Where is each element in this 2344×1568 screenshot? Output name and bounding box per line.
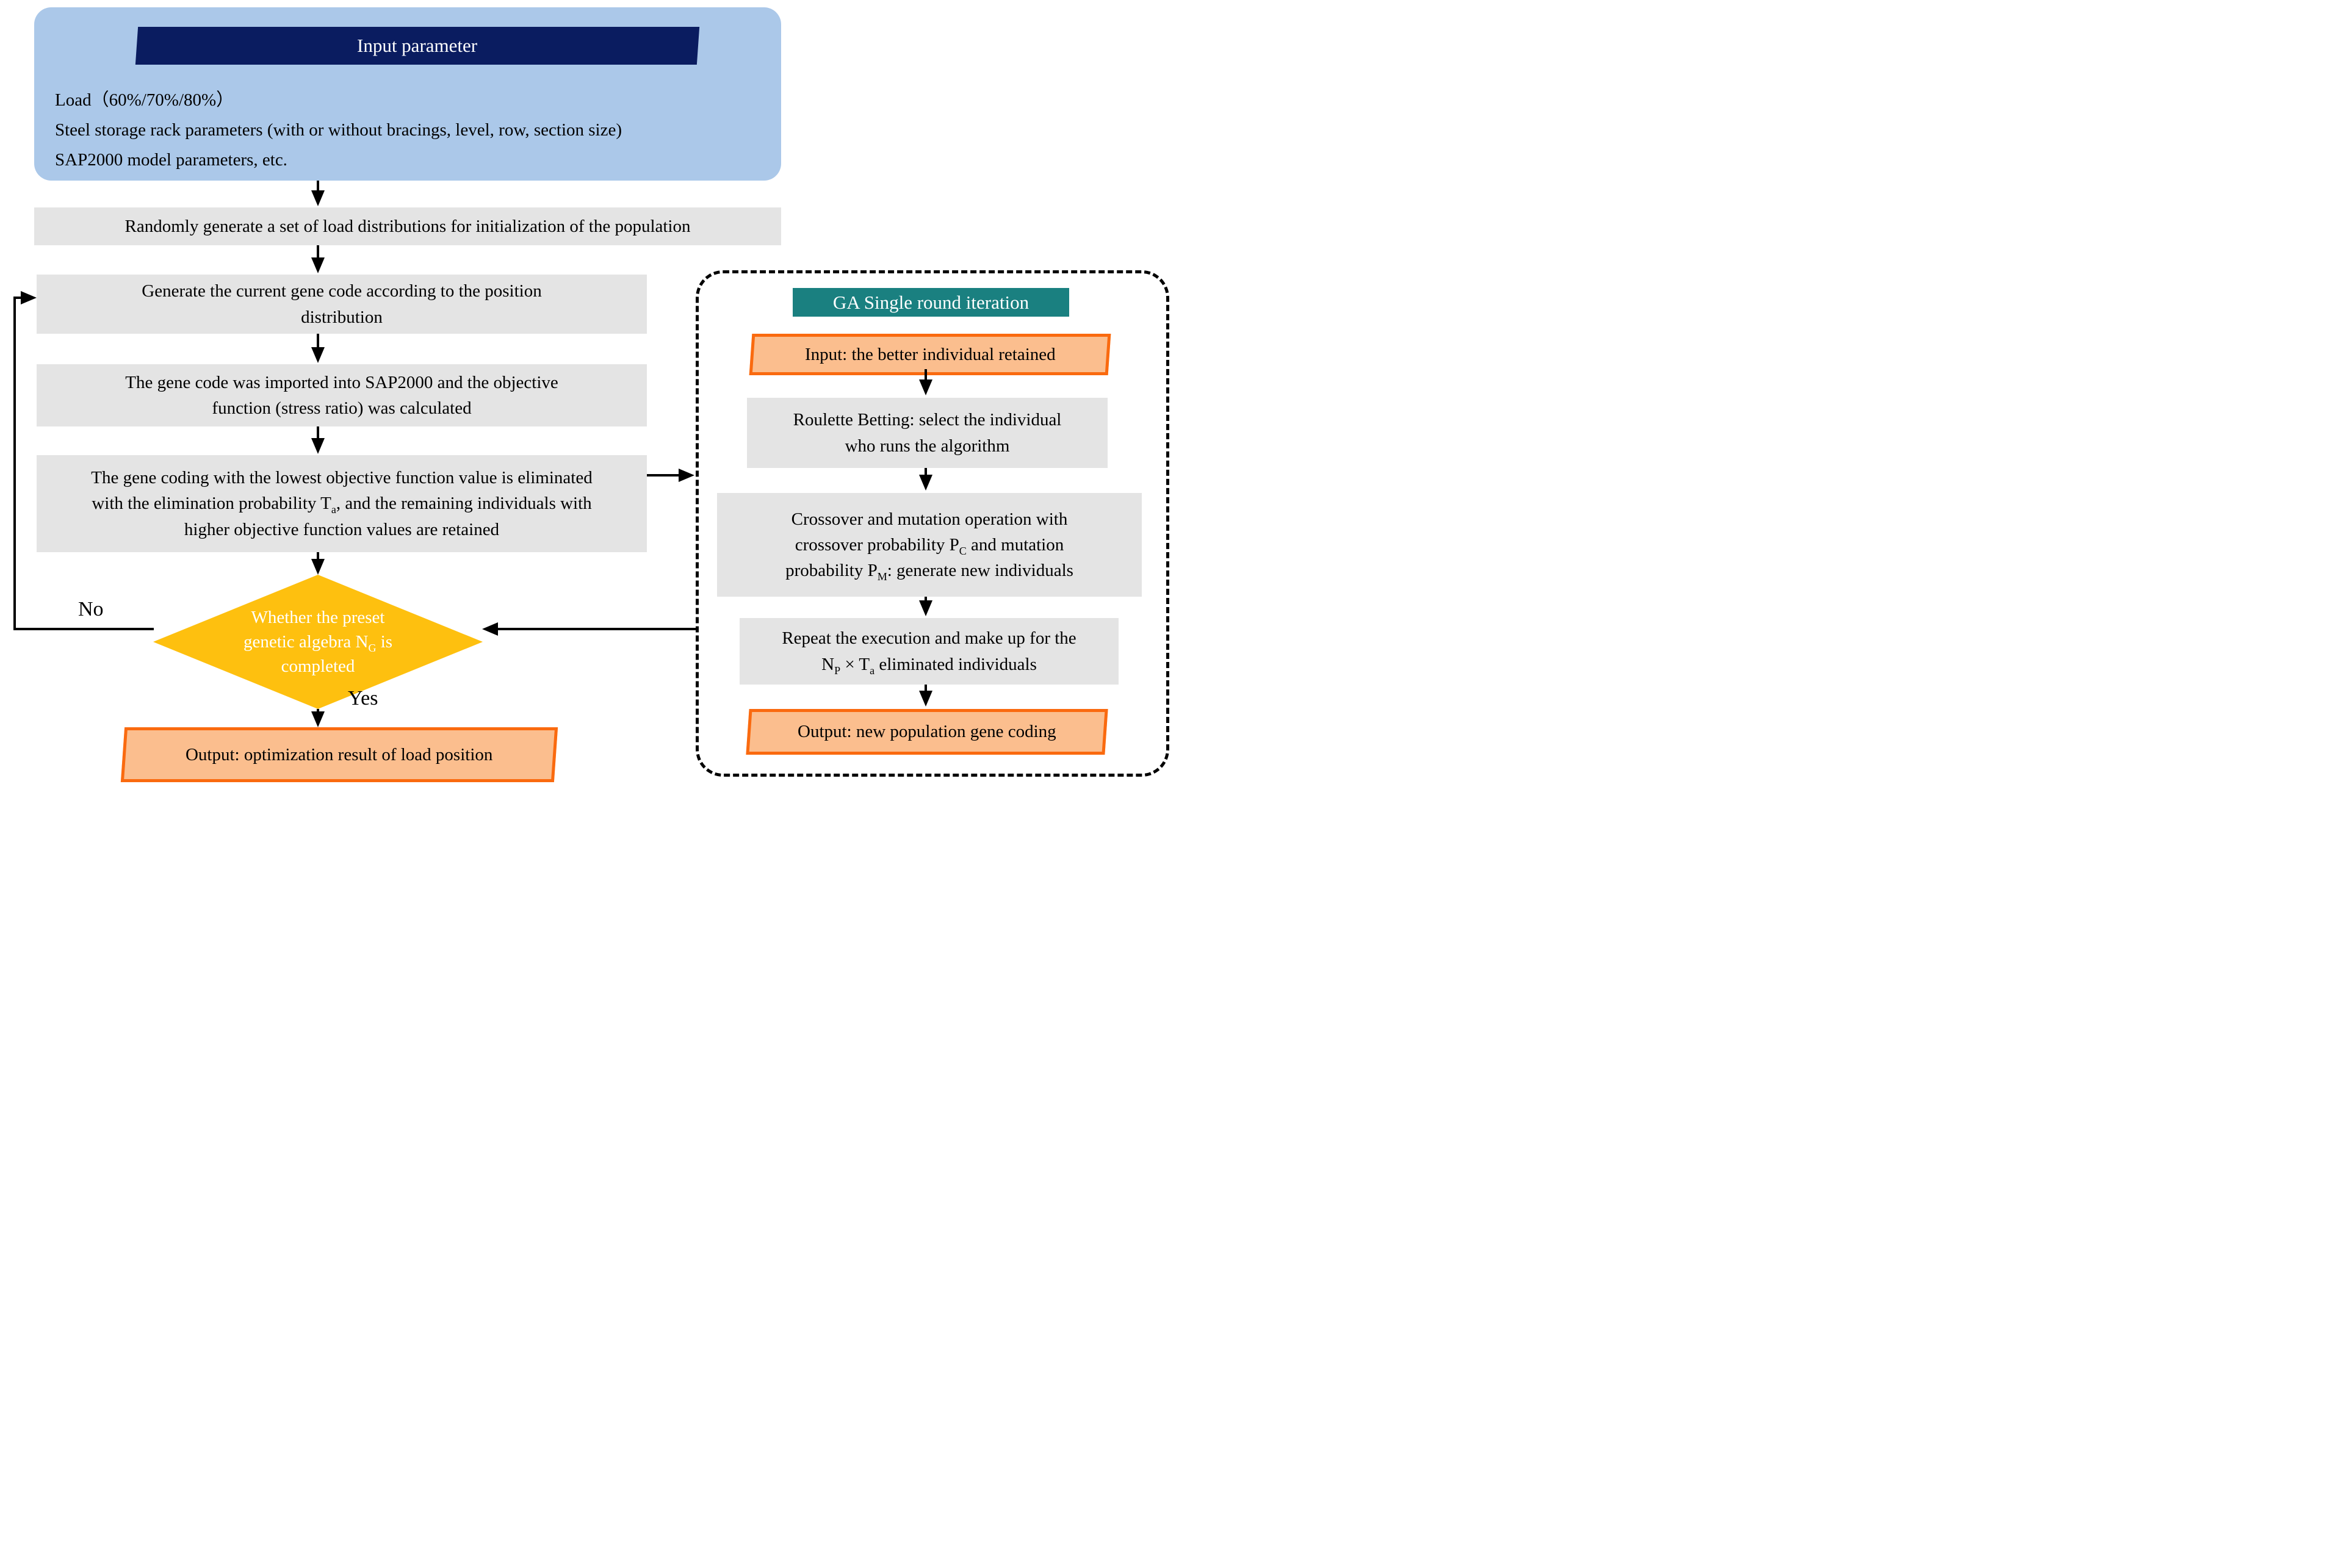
input-line-load: Load（60%/70%/80%）: [55, 90, 234, 110]
input-parameter-text: Load（60%/70%/80%） Steel storage rack par…: [55, 85, 769, 175]
flow-arrowhead-down-icon: [311, 190, 325, 206]
input-parameter-banner-label: Input parameter: [357, 35, 478, 56]
flow-arrowhead-down-icon: [311, 347, 325, 363]
flow-arrowhead-down-icon: [919, 691, 932, 707]
ga-crossover-label: Crossover and mutation operation with cr…: [785, 509, 1073, 583]
no-loop-line-horizontal: [13, 297, 23, 299]
ga-roulette: Roulette Betting: select the individual …: [747, 398, 1108, 468]
step-elimination-label: The gene coding with the lowest objectiv…: [91, 468, 593, 539]
flow-arrow-line: [317, 426, 319, 438]
ga-crossover: Crossover and mutation operation with cr…: [717, 493, 1142, 597]
flow-arrowhead-down-icon: [919, 475, 932, 491]
ga-repeat-label: Repeat the execution and make up for the…: [782, 628, 1076, 677]
output-load-position-label: Output: optimization result of load posi…: [186, 744, 493, 764]
flow-arrowhead-down-icon: [311, 711, 325, 727]
label-no: No: [78, 598, 104, 620]
ga-title-label: GA Single round iteration: [832, 291, 1030, 313]
input-line-rack: Steel storage rack parameters (with or w…: [55, 120, 622, 140]
flow-arrowhead-down-icon: [919, 379, 932, 395]
flow-arrow-line: [925, 369, 927, 379]
ga-roulette-label: Roulette Betting: select the individual …: [793, 410, 1062, 456]
flow-arrow-line: [317, 245, 319, 257]
flow-arrowhead-down-icon: [311, 559, 325, 575]
input-parameter-banner: Input parameter: [135, 27, 700, 65]
no-loop-arrowhead-right-icon: [21, 291, 37, 304]
ga-input: Input: the better individual retained: [749, 334, 1111, 375]
step-elimination: The gene coding with the lowest objectiv…: [37, 455, 647, 552]
flow-arrowhead-down-icon: [311, 438, 325, 454]
label-yes: Yes: [348, 687, 378, 710]
ga-output: Output: new population gene coding: [746, 709, 1108, 755]
flow-arrow-line: [317, 552, 319, 559]
step-initialize-population-label: Randomly generate a set of load distribu…: [124, 216, 691, 236]
input-parameter-panel: Input parameter Load（60%/70%/80%） Steel …: [34, 7, 781, 181]
decision-generation-complete-label: Whether the preset genetic algebra NG is…: [243, 607, 393, 676]
step-generate-gene-code-label: Generate the current gene code according…: [142, 281, 542, 327]
decision-generation-complete: Whether the preset genetic algebra NG is…: [153, 575, 483, 709]
ga-output-label: Output: new population gene coding: [798, 722, 1056, 741]
flow-arrowhead-down-icon: [919, 600, 932, 616]
flow-arrow-line: [925, 468, 927, 475]
flow-arrow-line: [925, 597, 927, 600]
ga-title: GA Single round iteration: [793, 288, 1069, 317]
input-line-sap: SAP2000 model parameters, etc.: [55, 150, 287, 170]
ga-return-line: [497, 628, 696, 630]
step-initialize-population: Randomly generate a set of load distribu…: [34, 207, 781, 245]
flow-arrow-line: [647, 474, 680, 477]
flow-arrow-line: [925, 685, 927, 691]
no-loop-line-vertical: [13, 297, 16, 630]
ga-panel: [696, 270, 1169, 777]
step-generate-gene-code: Generate the current gene code according…: [37, 275, 647, 334]
flow-arrow-line: [317, 709, 319, 711]
ga-repeat: Repeat the execution and make up for the…: [740, 618, 1119, 685]
flow-arrowhead-right-icon: [679, 469, 694, 482]
ga-input-label: Input: the better individual retained: [804, 344, 1056, 364]
step-import-sap2000: The gene code was imported into SAP2000 …: [37, 364, 647, 426]
output-load-position: Output: optimization result of load posi…: [120, 727, 558, 782]
step-import-sap2000-label: The gene code was imported into SAP2000 …: [125, 372, 558, 418]
flowchart-canvas: Input parameter Load（60%/70%/80%） Steel …: [0, 0, 1172, 784]
flow-arrow-line: [317, 334, 319, 347]
no-loop-line-horizontal: [13, 628, 154, 630]
flow-arrowhead-down-icon: [311, 257, 325, 273]
ga-return-arrowhead-left-icon: [482, 622, 498, 636]
flow-arrow-line: [317, 181, 319, 190]
